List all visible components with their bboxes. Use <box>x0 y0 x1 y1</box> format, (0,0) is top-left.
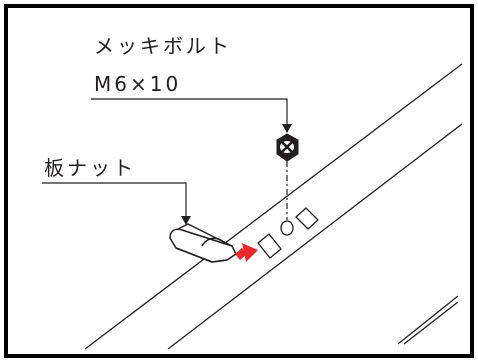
bolt-cross-recess-icon <box>281 141 293 153</box>
nut-name-label: 板ナット <box>44 156 136 180</box>
rail-slot-left <box>257 233 282 259</box>
bolt-part <box>276 133 299 220</box>
nut-leader-arrowhead <box>181 216 191 225</box>
diagram-frame <box>4 4 474 358</box>
rail-channel <box>84 63 463 350</box>
plate-nut-bottom-edge <box>175 247 228 263</box>
bolt-leader-line <box>91 98 288 132</box>
rail-slot-right <box>295 207 319 230</box>
rail-hole <box>280 220 294 236</box>
rail-slots <box>257 207 319 259</box>
plate-nut-curl <box>201 237 227 247</box>
bolt-leader-arrowhead <box>282 124 292 133</box>
rail-edge-lower-b <box>403 301 459 345</box>
rail-edge-bottom <box>167 123 463 350</box>
bolt-name-label: メッキボルト <box>94 34 232 58</box>
nut-leader-line <box>42 182 187 224</box>
insert-arrow-icon <box>235 243 258 262</box>
rail-edge-lower-a <box>397 295 459 345</box>
insert-arrow-head <box>242 243 258 262</box>
plate-nut-part <box>169 223 237 263</box>
bolt-size-label: M6×10 <box>94 72 182 96</box>
rail-edge-top <box>84 63 463 350</box>
